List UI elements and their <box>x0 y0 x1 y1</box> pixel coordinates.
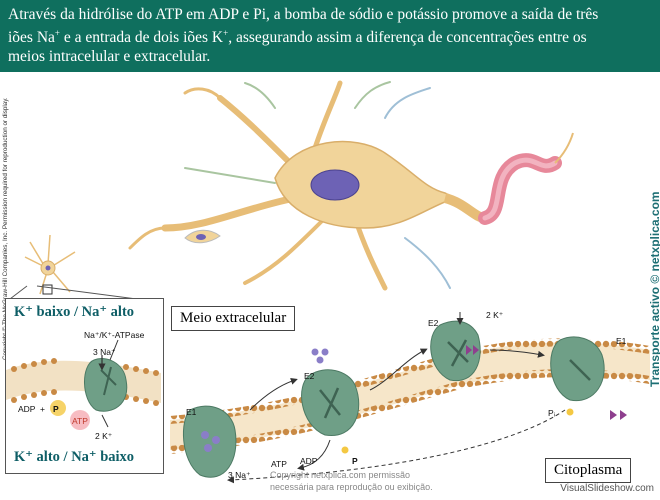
pump-e1-left <box>182 405 237 478</box>
watermark-line2: necessária para reprodução ou exibição. <box>270 482 433 492</box>
footer-credit: VisualSlideshow.com <box>560 483 654 494</box>
inset-membrane <box>6 339 161 430</box>
cytoplasm-label: Citoplasma <box>545 458 632 483</box>
e1-left-label: E1 <box>186 407 197 417</box>
extracellular-label: Meio extracelular <box>171 306 296 331</box>
inset-bottom-label: K⁺ alto / Na⁺ baixo <box>14 449 135 465</box>
small-neuron <box>24 234 76 295</box>
inset-plus: + <box>40 404 45 414</box>
inset-enzyme-label: Na⁺/K⁺-ATPase <box>84 330 145 340</box>
inset-top-label: K⁺ baixo / Na⁺ alto <box>14 304 135 320</box>
inset-k-label: 2 K⁺ <box>95 431 113 441</box>
pi-label: Pᵢ <box>548 408 556 418</box>
inset-adp-label: ADP <box>18 404 36 414</box>
watermark-line1: Copyright netxplica.com permissão <box>270 470 411 480</box>
atp-label: ATP <box>271 459 287 469</box>
na-bottom-label: 3 Na⁺ <box>228 470 251 480</box>
caption-banner: Através da hidrólise do ATP em ADP e Pi,… <box>0 0 660 72</box>
inset-p-label: P <box>53 404 59 414</box>
e2-top-label: E2 <box>428 318 439 328</box>
k-top-label: 2 K⁺ <box>486 310 504 320</box>
inset-atp-label: ATP <box>72 416 88 426</box>
e2-mid-label: E2 <box>304 371 315 381</box>
adp-label: ADP <box>300 456 318 466</box>
pump-e2-mid <box>301 369 360 436</box>
membrane-diagram <box>170 312 650 484</box>
p-label: P <box>352 456 358 466</box>
pump-e1-right <box>550 336 605 402</box>
caption-text: Através da hidrólise do ATP em ADP e Pi,… <box>8 6 599 66</box>
e1-right-label: E1 <box>616 336 627 346</box>
neuron-illustration <box>128 80 574 291</box>
inset-na-label: 3 Na⁺ <box>93 347 116 357</box>
